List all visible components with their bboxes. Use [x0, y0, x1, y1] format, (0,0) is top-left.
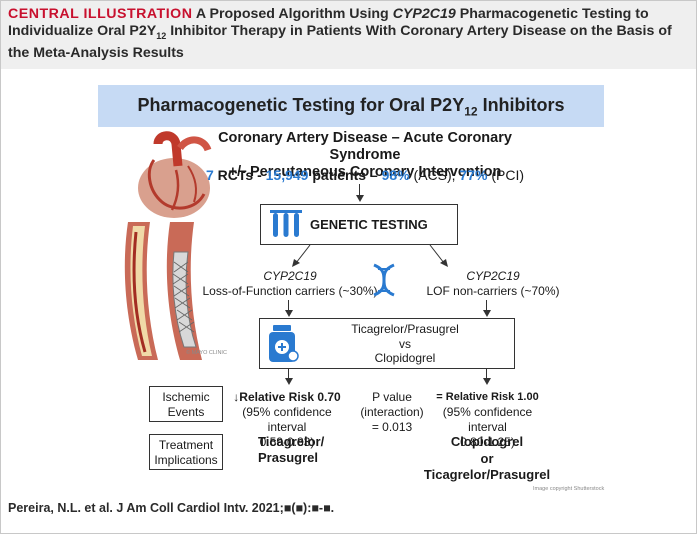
pci-percent: 77%	[459, 167, 488, 183]
treatment-label-line-1: Treatment	[158, 438, 214, 452]
non-carrier-relative-risk: = Relative Risk 1.00	[436, 391, 539, 403]
banner-title: Pharmacogenetic Testing for Oral P2Y12 I…	[98, 95, 604, 119]
pci-label: (PCI)	[487, 167, 525, 183]
population-line-2: +/- Percutaneous Coronary Intervention	[228, 164, 502, 180]
comparison-line-1: Ticagrelor/Prasugrel	[351, 322, 459, 336]
title-gene: CYP2C19	[392, 6, 456, 22]
arrow-population-to-testing	[359, 184, 360, 196]
p-value: P value (interaction) = 0.013	[352, 390, 432, 435]
non-carriers-label: LOF non-carriers (~70%)	[426, 284, 560, 298]
comparison-line-3: Clopidogrel	[374, 351, 436, 365]
rct-label: RCTs -	[213, 167, 266, 183]
heart-illustration	[138, 131, 212, 218]
comparison-box	[259, 318, 515, 369]
lof-treatment-line-1: Ticagrelor/	[258, 434, 325, 449]
split-arrows	[292, 244, 448, 267]
lof-treatment-line-2: Prasugrel	[258, 450, 318, 465]
title-subscript: 12	[156, 30, 167, 41]
arrow-left-to-comparison	[288, 300, 289, 311]
non-carrier-treatment-line-1: Clopidogrel	[450, 434, 524, 449]
population-description: Coronary Artery Disease – Acute Coronary…	[190, 130, 540, 181]
title-part-3: Inhibitor Therapy in Patients With Coron…	[8, 23, 672, 61]
title-part-2: Pharmacogenetic Testing to Individualize…	[8, 6, 649, 39]
figure-title: CENTRAL ILLUSTRATION A Proposed Algorith…	[8, 6, 688, 62]
arrow-right-to-outcome	[486, 369, 487, 379]
mayo-credit: © MAYO CLINIC	[186, 350, 227, 356]
ischemic-events-label: Ischemic Events	[149, 386, 223, 422]
artery-stent-illustration	[124, 222, 202, 360]
header-band	[1, 1, 696, 69]
genetic-testing-box	[260, 204, 458, 245]
p-value-line-1: P value	[372, 390, 412, 404]
lof-gene: CYP2C19	[263, 269, 317, 283]
non-carrier-treatment: Clopidogrel or Ticagrelor/Prasugrel	[412, 434, 562, 484]
p-value-line-3: = 0.013	[371, 420, 413, 434]
non-carrier-treatment-line-3: Ticagrelor/Prasugrel	[423, 467, 551, 482]
non-carrier-gene: CYP2C19	[466, 269, 520, 283]
p-value-line-2: (interaction)	[360, 405, 424, 419]
shutterstock-credit: Image copyright Shutterstock	[533, 486, 605, 492]
dna-helix-icon	[373, 263, 395, 297]
lof-carriers-label: Loss-of-Function carriers (~30%)	[202, 284, 378, 298]
lof-carriers: CYP2C19 Loss-of-Function carriers (~30%)	[195, 269, 385, 299]
pill-bottle-icon	[269, 325, 299, 362]
non-carrier-outcome: = Relative Risk 1.00 (95% confidence int…	[425, 390, 550, 450]
arrowhead	[285, 378, 293, 385]
lof-outcome: ↓Relative Risk 0.70 (95% confidence inte…	[222, 390, 352, 450]
banner-title-text: Pharmacogenetic Testing for Oral P2Y	[137, 95, 465, 115]
banner-background	[98, 85, 604, 127]
central-illustration-label: CENTRAL ILLUSTRATION	[8, 6, 193, 22]
lof-relative-risk: ↓Relative Risk 0.70	[233, 390, 341, 404]
arrowhead	[483, 378, 491, 385]
comparison-text: Ticagrelor/Prasugrel vs Clopidogrel	[300, 322, 510, 366]
banner-title-end: Inhibitors	[477, 95, 565, 115]
arrow-right-to-comparison	[486, 300, 487, 311]
banner-subscript: 12	[464, 104, 478, 119]
lof-ci-line-1: (95% confidence interval	[242, 405, 332, 434]
citation: Pereira, N.L. et al. J Am Coll Cardiol I…	[8, 501, 335, 515]
arrow-left-to-outcome	[288, 369, 289, 379]
non-carrier-ci-line-2: 0.80-1.25)	[460, 435, 515, 449]
patient-count: 15,949	[265, 167, 309, 183]
acs-percent: 98%	[381, 167, 410, 183]
genetic-testing-label: GENETIC TESTING	[310, 217, 428, 232]
arrowhead	[285, 310, 293, 317]
test-tubes-icon	[270, 210, 302, 237]
arrowhead	[356, 195, 364, 202]
lof-non-carriers: CYP2C19 LOF non-carriers (~70%)	[408, 269, 578, 299]
rct-count: 7	[205, 167, 214, 183]
ischemic-label-line-2: Events	[167, 405, 205, 419]
treatment-implications-label: Treatment Implications	[149, 434, 223, 470]
treatment-label-line-2: Implications	[154, 453, 218, 467]
lof-treatment: Ticagrelor/ Prasugrel	[258, 434, 358, 466]
acs-label: (ACS),	[409, 167, 460, 183]
title-part-1: A Proposed Algorithm Using	[195, 6, 389, 22]
lof-ci-line-2: 0.59-0.83)	[259, 435, 315, 449]
non-carrier-ci-line-1: (95% confidence interval	[442, 405, 533, 434]
patients-label: patients –	[308, 167, 382, 183]
study-summary: 7 RCTs - 15,949 patients – 98% (ACS), 77…	[190, 167, 540, 183]
non-carrier-treatment-line-2: or	[480, 450, 494, 466]
ischemic-label-line-1: Ischemic	[162, 390, 210, 404]
population-line-1: Coronary Artery Disease – Acute Coronary…	[218, 130, 512, 163]
arrowhead	[483, 310, 491, 317]
comparison-line-2: vs	[399, 336, 411, 351]
